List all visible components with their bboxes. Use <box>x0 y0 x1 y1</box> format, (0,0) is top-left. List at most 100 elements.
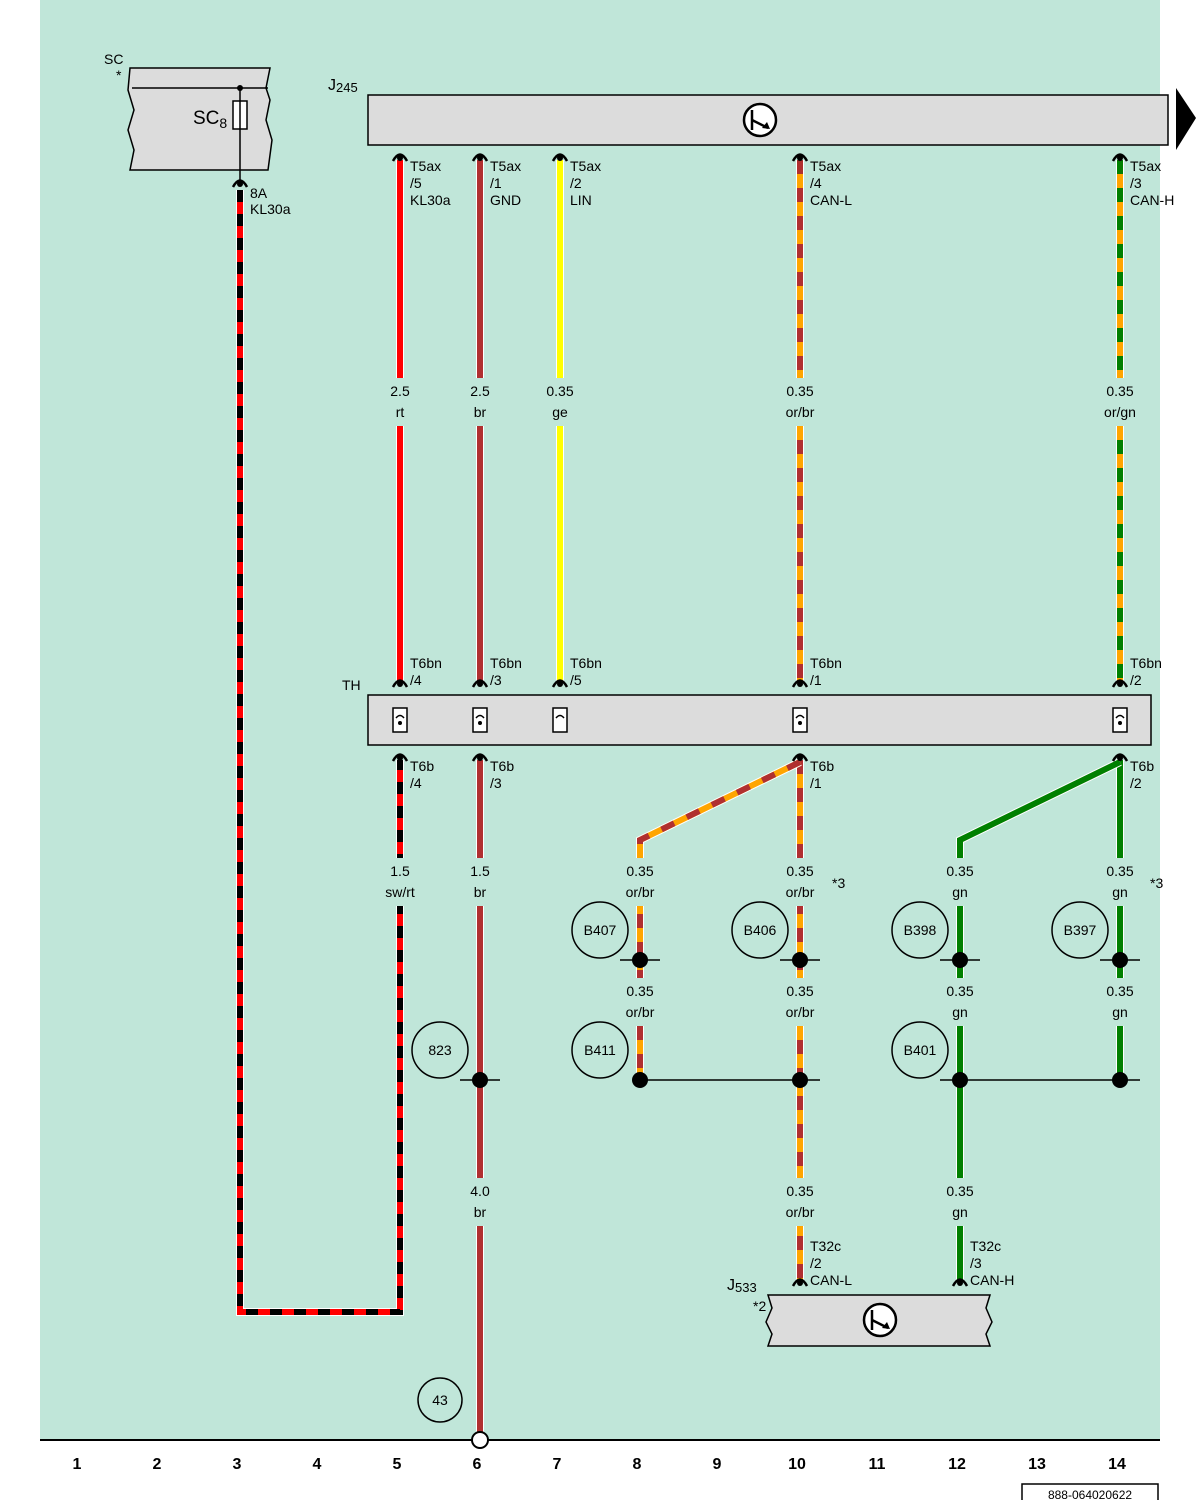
column-number: 9 <box>713 1456 722 1473</box>
pin-icon <box>552 707 568 733</box>
column-number: 3 <box>233 1456 242 1473</box>
wire-size: 0.35 <box>546 383 573 399</box>
module-j245: J245 <box>328 77 1196 150</box>
wire-size: 0.35 <box>786 863 813 879</box>
control-unit-icon <box>742 102 778 138</box>
splice-dot <box>632 1072 648 1088</box>
ground-ref: 43 <box>432 1392 448 1408</box>
fuse-amp: 8A <box>250 185 268 201</box>
t6bn-labels: T6bn /4 T6bn /3 T6bn /5 T6bn /1 T6bn /2 <box>410 655 1162 688</box>
pin-label: T6b <box>410 758 434 774</box>
connector-contact-icon <box>1111 753 1129 762</box>
column-number: 12 <box>948 1456 966 1473</box>
lower-wire-labels: 1.5 sw/rt 1.5 br 0.35 or/br 0.35 or/br 0… <box>380 858 1163 906</box>
wire-size: 1.5 <box>470 863 490 879</box>
wire-size: 0.35 <box>786 383 813 399</box>
pin-number: /3 <box>1130 175 1142 191</box>
pin-number: /1 <box>490 175 502 191</box>
splice-ref: B398 <box>904 922 937 938</box>
bottom-wire-labels: 4.0 br 0.35 or/br 0.35 gn <box>460 1178 984 1226</box>
wire-size: 0.35 <box>946 1183 973 1199</box>
wire-color: br <box>474 404 487 420</box>
column-number: 5 <box>393 1456 402 1473</box>
splice-dot <box>792 952 808 968</box>
connector-contact-icon <box>471 753 489 762</box>
pin-number: /5 <box>410 175 422 191</box>
connector-contact-icon <box>471 679 489 688</box>
pin-icon <box>1112 707 1128 733</box>
pin-icon <box>792 707 808 733</box>
contacts <box>231 153 1129 1287</box>
fuse-block-sc: SC * SC8 8A KL30a <box>104 51 291 217</box>
pin-label: T6b <box>1130 758 1154 774</box>
footnote-marker: *3 <box>1150 875 1163 891</box>
fuse-block-name: SC <box>104 51 123 67</box>
pin-signal: CAN-L <box>810 192 852 208</box>
fuse-block-star: * <box>116 67 122 83</box>
column-number: 2 <box>153 1456 162 1473</box>
splice-dot <box>792 1072 808 1088</box>
connector-contact-icon <box>791 153 809 162</box>
splice-dots <box>472 952 1128 1088</box>
pin-label: T6bn <box>1130 655 1162 671</box>
wire-size: 0.35 <box>786 983 813 999</box>
pin-signal: LIN <box>570 192 592 208</box>
connector-contact-icon <box>791 679 809 688</box>
connector-contact-icon <box>791 753 809 762</box>
wire-size: 0.35 <box>946 983 973 999</box>
column-number: 10 <box>788 1456 806 1473</box>
pin-label: T5ax <box>490 158 521 174</box>
top-connector-labels: T5ax /5 KL30a T5ax /1 GND T5ax /2 LIN T5… <box>410 158 1174 208</box>
connector-contact-icon <box>551 153 569 162</box>
splice-dot <box>1112 952 1128 968</box>
column-numbers: 1 2 3 4 5 6 7 8 9 10 11 12 13 14 <box>73 1456 1126 1473</box>
column-number: 4 <box>313 1456 322 1473</box>
splice-ref: B407 <box>584 922 617 938</box>
pin-number: /2 <box>810 1255 822 1271</box>
wire-kl30a-fuse <box>236 190 404 1316</box>
splice-dot <box>952 952 968 968</box>
wire-size: 0.35 <box>946 863 973 879</box>
pin-label: T6b <box>490 758 514 774</box>
column-number: 1 <box>73 1456 82 1473</box>
pin-number: /3 <box>490 672 502 688</box>
connector-contact-icon <box>471 153 489 162</box>
splice-dot <box>472 1072 488 1088</box>
th-block-name: TH <box>342 677 361 693</box>
upper-wire-labels: 2.5 rt 2.5 br 0.35 ge 0.35 or/br 0.35 or… <box>380 378 1144 426</box>
th-block: TH <box>342 677 1152 746</box>
column-number: 8 <box>633 1456 642 1473</box>
pin-number: /1 <box>810 672 822 688</box>
pin-number: /2 <box>570 175 582 191</box>
wire-color: gn <box>1112 1004 1128 1020</box>
pin-signal: CAN-H <box>1130 192 1174 208</box>
wire-color: or/gn <box>1104 404 1136 420</box>
pin-icon <box>472 707 488 733</box>
wire-size: 0.35 <box>786 1183 813 1199</box>
connector-contact-icon <box>391 679 409 688</box>
pin-number: /5 <box>570 672 582 688</box>
wire-size: 0.35 <box>626 863 653 879</box>
wire-color: rt <box>396 404 405 420</box>
connector-contact-icon <box>391 753 409 762</box>
pin-number: /1 <box>810 775 822 791</box>
connector-contact-icon <box>951 1278 969 1287</box>
column-number: 7 <box>553 1456 562 1473</box>
column-number: 6 <box>473 1456 482 1473</box>
t6b-labels: T6b /4 T6b /3 T6b /1 T6b /2 <box>410 758 1154 791</box>
ground-ref-circle <box>417 1377 463 1423</box>
connector-contact-icon <box>391 153 409 162</box>
connector-contact-icon <box>791 1278 809 1287</box>
pin-signal: CAN-H <box>970 1272 1014 1288</box>
doc-id-box <box>1021 1483 1159 1500</box>
ground-terminal-icon <box>471 1431 489 1449</box>
splice-dot <box>952 1072 968 1088</box>
pin-label: T5ax <box>570 158 601 174</box>
splice-dot <box>632 952 648 968</box>
pin-number: /2 <box>1130 672 1142 688</box>
connector-contact-icon <box>551 679 569 688</box>
wire-size: 4.0 <box>470 1183 490 1199</box>
wire-size: 2.5 <box>470 383 490 399</box>
splice-ref: B411 <box>584 1042 616 1058</box>
connector-contact-icon <box>1111 153 1129 162</box>
